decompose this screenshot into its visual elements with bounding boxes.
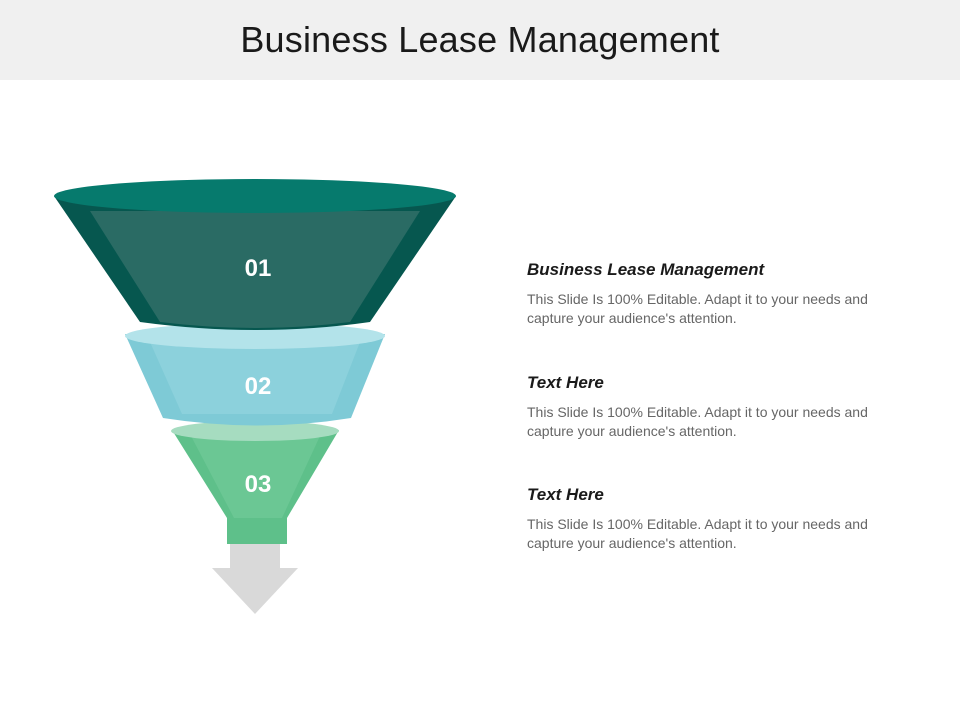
arrow-down-icon (212, 544, 298, 614)
item-2-heading: Text Here (527, 373, 604, 392)
item-3: Text Here This Slide Is 100% Editable. A… (527, 485, 907, 553)
item-3-body: This Slide Is 100% Editable. Adapt it to… (527, 516, 868, 551)
funnel-stage-3: 03 (171, 421, 339, 544)
item-1: Business Lease Management This Slide Is … (527, 260, 907, 328)
funnel-stage-1: 01 (54, 179, 456, 330)
funnel-stage-2: 02 (125, 323, 385, 426)
item-2-body: This Slide Is 100% Editable. Adapt it to… (527, 404, 868, 439)
step-number-3: 03 (245, 471, 272, 498)
step-number-1: 01 (245, 255, 272, 282)
title-bar: Business Lease Management (0, 0, 960, 80)
page-title: Business Lease Management (240, 19, 720, 60)
item-1-body: This Slide Is 100% Editable. Adapt it to… (527, 291, 868, 326)
step-number-2: 02 (245, 373, 272, 400)
item-1-heading: Business Lease Management (527, 260, 765, 279)
item-2: Text Here This Slide Is 100% Editable. A… (527, 373, 907, 441)
item-3-heading: Text Here (527, 485, 604, 504)
